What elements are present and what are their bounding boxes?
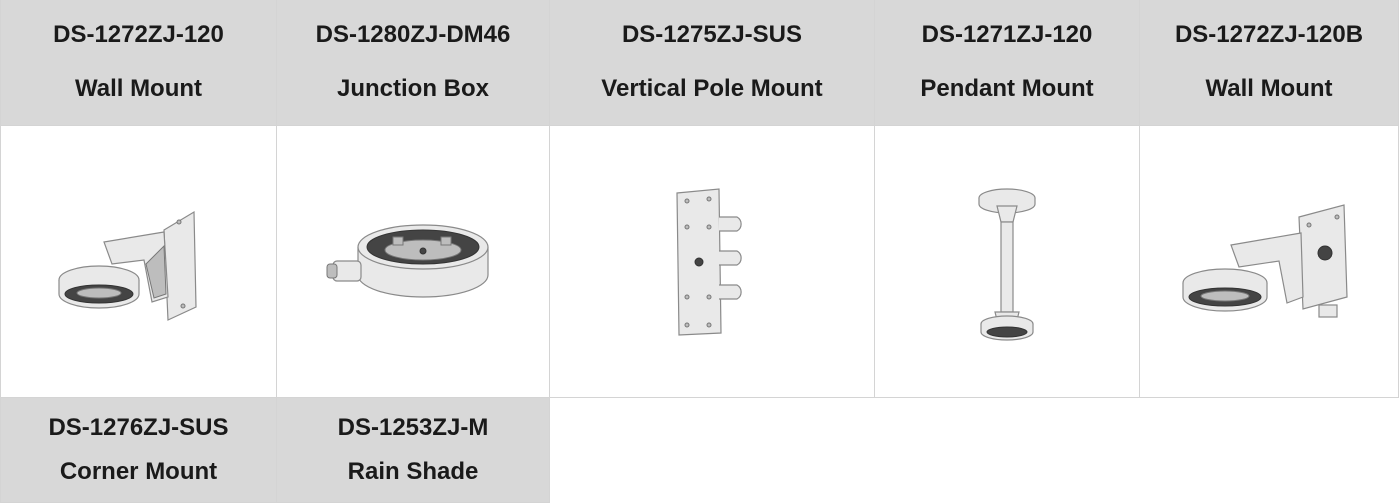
product-model: DS-1276ZJ-SUS	[48, 413, 229, 441]
product-model: DS-1253ZJ-M	[337, 413, 489, 441]
pole-mount-icon	[676, 187, 742, 336]
product-name: Pendant Mount	[920, 75, 1094, 103]
product-model: DS-1275ZJ-SUS	[621, 20, 803, 48]
product-name: Wall Mount	[74, 75, 203, 103]
product-header-cell: DS-1272ZJ-120 Wall Mount	[0, 0, 277, 126]
header-row-2: DS-1276ZJ-SUS Corner Mount DS-1253ZJ-M R…	[0, 398, 550, 503]
product-name: Rain Shade	[347, 457, 479, 485]
product-model: DS-1280ZJ-DM46	[315, 20, 511, 48]
pendant-mount-icon	[978, 187, 1036, 341]
product-model: DS-1272ZJ-120	[53, 20, 224, 48]
product-header-cell: DS-1276ZJ-SUS Corner Mount	[0, 398, 277, 503]
product-name: Corner Mount	[59, 457, 218, 485]
product-header-cell: DS-1271ZJ-120 Pendant Mount	[875, 0, 1140, 126]
junction-box-icon	[326, 223, 489, 298]
product-image-cell	[277, 126, 550, 398]
header-row-1: DS-1272ZJ-120 Wall Mount DS-1280ZJ-DM46 …	[0, 0, 1399, 126]
product-image-cell	[0, 126, 277, 398]
product-model: DS-1271ZJ-120	[921, 20, 1093, 48]
product-header-cell: DS-1253ZJ-M Rain Shade	[277, 398, 550, 503]
product-model: DS-1272ZJ-120B	[1174, 20, 1364, 48]
product-header-cell: DS-1280ZJ-DM46 Junction Box	[277, 0, 550, 126]
product-header-cell: DS-1275ZJ-SUS Vertical Pole Mount	[550, 0, 875, 126]
wall-mount-junction-icon	[1182, 203, 1348, 318]
product-header-cell: DS-1272ZJ-120B Wall Mount	[1140, 0, 1399, 126]
product-name: Junction Box	[336, 75, 489, 103]
product-image-cell	[550, 126, 875, 398]
product-image-cell	[1140, 126, 1399, 398]
wall-mount-icon	[57, 210, 197, 321]
product-name: Vertical Pole Mount	[601, 75, 823, 103]
image-row	[0, 126, 1399, 398]
product-name: Wall Mount	[1205, 75, 1333, 103]
product-image-cell	[875, 126, 1140, 398]
